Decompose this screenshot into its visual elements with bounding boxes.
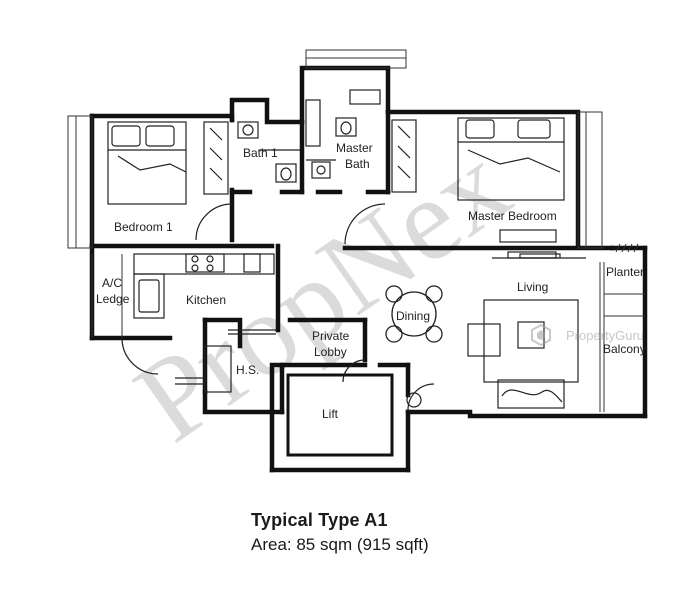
label-planter: Planter xyxy=(606,265,644,279)
label-living: Living xyxy=(517,280,548,294)
label-private-lobby: Private Lobby xyxy=(312,329,353,359)
label-balcony: Balcony xyxy=(603,342,646,356)
label-bedroom1: Bedroom 1 xyxy=(114,220,173,234)
svg-text:PropertyGuru: PropertyGuru xyxy=(566,328,644,343)
label-lift: Lift xyxy=(322,407,339,421)
label-ac-ledge: A/C Ledge xyxy=(96,276,130,306)
label-bath1: Bath 1 xyxy=(243,146,278,160)
plan-area: Area: 85 sqm (915 sqft) xyxy=(251,535,429,554)
label-hs: H.S. xyxy=(236,363,259,377)
label-dining: Dining xyxy=(396,309,430,323)
label-master-bath: Master Bath xyxy=(336,141,376,171)
plan-title: Typical Type A1 xyxy=(251,510,388,530)
label-master-bedroom: Master Bedroom xyxy=(468,209,557,223)
propertyguru-logo: PropertyGuru xyxy=(531,323,644,347)
label-kitchen: Kitchen xyxy=(186,293,226,307)
